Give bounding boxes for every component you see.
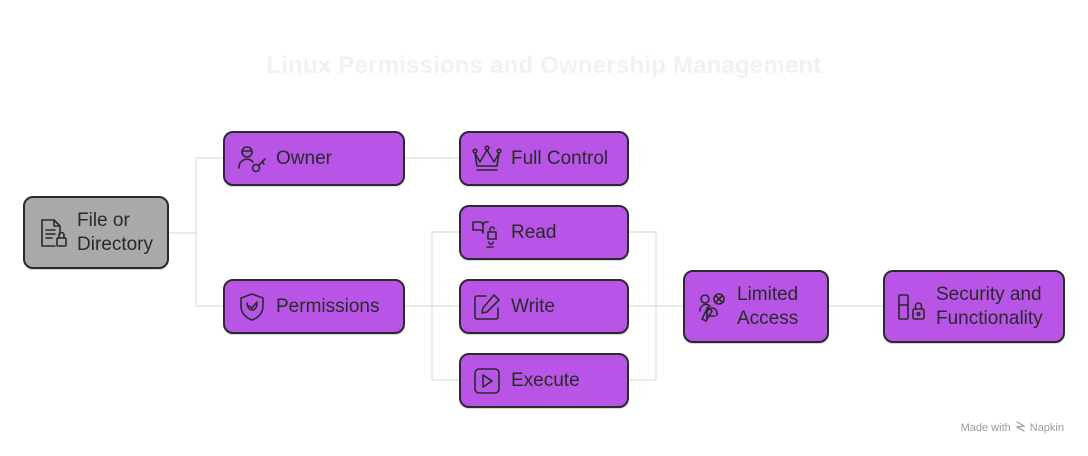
edit-icon bbox=[471, 292, 503, 322]
made-with-text: Made with bbox=[960, 422, 1011, 434]
napkin-watermark: Made with Napkin bbox=[961, 421, 1064, 435]
shield-check-icon bbox=[237, 292, 267, 322]
diagram-title: Linux Permissions and Ownership Manageme… bbox=[266, 52, 822, 79]
node-permissions: Permissions bbox=[223, 279, 405, 334]
node-label: Read bbox=[511, 221, 557, 243]
lock-panel-icon bbox=[895, 291, 927, 323]
connector-merge-limited bbox=[628, 231, 684, 381]
user-key-icon bbox=[237, 144, 267, 174]
node-write: Write bbox=[459, 279, 629, 334]
node-file-or-directory: File or Directory bbox=[23, 196, 169, 269]
restricted-users-icon bbox=[697, 291, 729, 323]
node-execute: Execute bbox=[459, 353, 629, 408]
play-icon bbox=[471, 366, 503, 396]
connector-permissions-branch bbox=[404, 231, 460, 381]
connector-file-branch bbox=[168, 157, 224, 307]
node-label: Full Control bbox=[511, 147, 609, 169]
node-label: Security and Functionality bbox=[936, 283, 1043, 329]
node-read: Read bbox=[459, 205, 629, 260]
node-label: Limited Access bbox=[737, 283, 799, 329]
node-label: Owner bbox=[276, 147, 332, 169]
node-label: Write bbox=[511, 295, 555, 317]
napkin-brand-text: Napkin bbox=[1029, 422, 1064, 434]
node-label: Execute bbox=[511, 369, 580, 391]
node-label: Permissions bbox=[276, 295, 380, 317]
book-icon bbox=[471, 218, 503, 248]
napkin-logo-icon bbox=[1014, 421, 1026, 435]
node-limited-access: Limited Access bbox=[683, 270, 829, 343]
node-label: File or Directory bbox=[77, 209, 154, 255]
node-full-control: Full Control bbox=[459, 131, 629, 186]
file-lock-icon bbox=[37, 217, 69, 249]
crown-icon bbox=[471, 144, 503, 174]
node-owner: Owner bbox=[223, 131, 405, 186]
node-security-and-functionality: Security and Functionality bbox=[883, 270, 1065, 343]
